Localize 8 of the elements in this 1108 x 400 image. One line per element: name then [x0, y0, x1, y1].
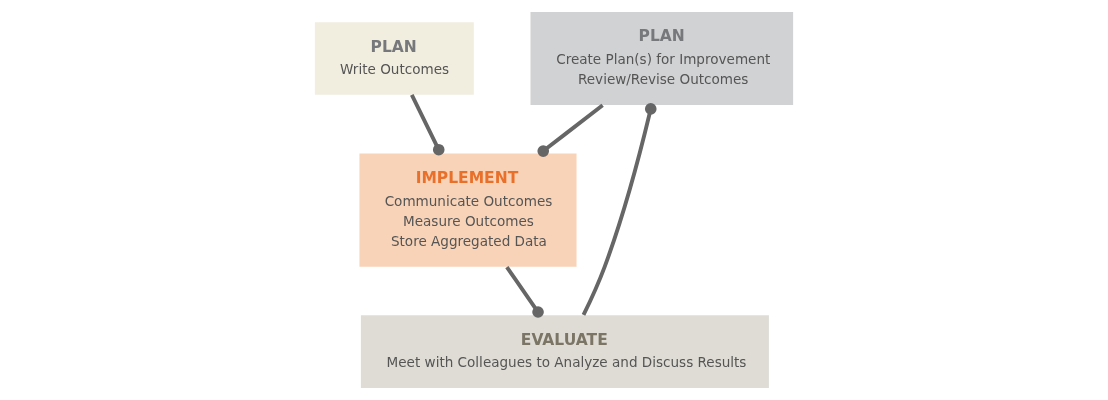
connector	[537, 103, 604, 157]
connector	[410, 94, 445, 156]
node-box: IMPLEMENT Communicate Outcomes Measure Outcomes Store Aggregated Data	[359, 153, 577, 267]
connector	[581, 103, 657, 316]
connector	[505, 266, 544, 318]
node-box: PLAN Create Plan(s) for Improvement Review/Revise Outcomes	[530, 12, 794, 106]
node-box: EVALUATE Meet with Colleagues to Analyze and Discuss Results	[360, 315, 769, 388]
node-box: PLAN Write Outcomes	[314, 22, 474, 95]
